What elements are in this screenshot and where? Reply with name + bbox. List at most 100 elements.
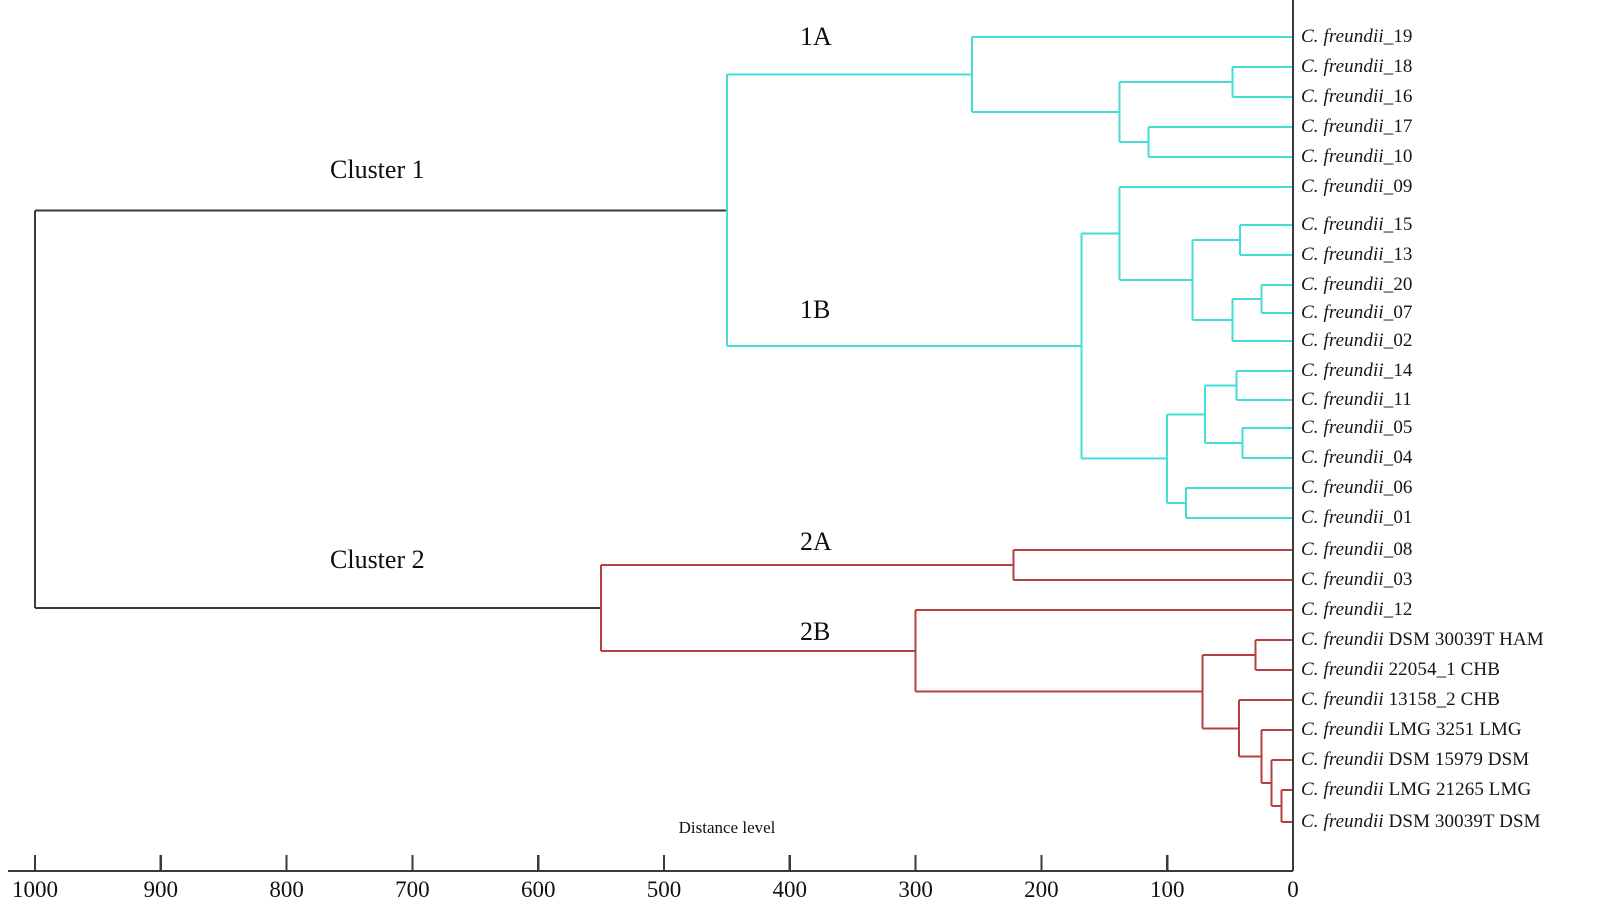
cluster-tag-cluster-1: Cluster 1 — [330, 155, 425, 184]
leaf-label: C. freundii_17 — [1301, 117, 1413, 136]
leaf-label: C. freundii DSM 15979 DSM — [1301, 750, 1529, 769]
leaf-species-name: C. freundii — [1301, 360, 1384, 381]
leaf-species-name: C. freundii — [1301, 689, 1384, 710]
leaf-strain-id: LMG 3251 LMG — [1383, 719, 1522, 740]
leaf-species-name: C. freundii — [1301, 719, 1384, 740]
leaf-strain-id: _03 — [1383, 569, 1413, 590]
leaf-species-name: C. freundii — [1301, 811, 1384, 832]
cluster-tag-subcluster-2a: 2A — [800, 527, 832, 556]
axis-tick-label-900: 900 — [143, 877, 179, 902]
leaf-strain-id: _07 — [1383, 302, 1413, 323]
leaf-strain-id: LMG 21265 LMG — [1383, 779, 1532, 800]
leaf-strain-id: _12 — [1383, 599, 1413, 620]
leaf-strain-id: _19 — [1383, 26, 1413, 47]
leaf-species-name: C. freundii — [1301, 330, 1384, 351]
leaf-species-name: C. freundii — [1301, 116, 1384, 137]
leaf-species-name: C. freundii — [1301, 244, 1384, 265]
leaf-strain-id: _08 — [1383, 539, 1413, 560]
leaf-label: C. freundii DSM 30039T HAM — [1301, 630, 1544, 649]
leaf-label: C. freundii_18 — [1301, 57, 1413, 76]
leaf-species-name: C. freundii — [1301, 477, 1384, 498]
leaf-species-name: C. freundii — [1301, 176, 1384, 197]
leaf-label: C. freundii_03 — [1301, 570, 1413, 589]
leaf-label: C. freundii_12 — [1301, 600, 1413, 619]
leaf-strain-id: _04 — [1383, 447, 1413, 468]
leaf-species-name: C. freundii — [1301, 214, 1384, 235]
leaf-label: C. freundii_15 — [1301, 215, 1413, 234]
leaf-label: C. freundii_05 — [1301, 418, 1413, 437]
leaf-species-name: C. freundii — [1301, 274, 1384, 295]
axis-tick-label-300: 300 — [898, 877, 933, 902]
leaf-species-name: C. freundii — [1301, 507, 1384, 528]
axis-tick-label-1000: 1000 — [12, 877, 58, 902]
leaf-strain-id: 13158_2 CHB — [1383, 689, 1501, 710]
leaf-strain-id: _05 — [1383, 417, 1413, 438]
leaf-species-name: C. freundii — [1301, 417, 1384, 438]
distance-axis — [8, 0, 1295, 873]
leaf-species-name: C. freundii — [1301, 26, 1384, 47]
leaf-label: C. freundii_06 — [1301, 478, 1413, 497]
leaf-strain-id: DSM 30039T HAM — [1383, 629, 1544, 650]
axis-tick-label-500: 500 — [646, 877, 682, 902]
leaf-strain-id: _01 — [1383, 507, 1413, 528]
leaf-label: C. freundii_13 — [1301, 245, 1413, 264]
cluster-tag-cluster-2: Cluster 2 — [330, 545, 425, 574]
leaf-species-name: C. freundii — [1301, 146, 1384, 167]
cluster-tag-subcluster-2b: 2B — [800, 617, 831, 646]
leaf-strain-id: _16 — [1383, 86, 1413, 107]
leaf-label: C. freundii_07 — [1301, 303, 1413, 322]
leaf-strain-id: _02 — [1383, 330, 1413, 351]
leaf-species-name: C. freundii — [1301, 302, 1384, 323]
cluster-tag-subcluster-1b: 1B — [800, 295, 831, 324]
leaf-strain-id: _20 — [1383, 274, 1413, 295]
leaf-label: C. freundii_10 — [1301, 147, 1413, 166]
leaf-strain-id: DSM 15979 DSM — [1383, 749, 1530, 770]
cluster-tag-subcluster-1a: 1A — [800, 22, 832, 51]
leaf-strain-id: _18 — [1383, 56, 1413, 77]
leaf-label: C. freundii_20 — [1301, 275, 1413, 294]
leaf-label: C. freundii 13158_2 CHB — [1301, 690, 1500, 709]
leaf-label: C. freundii_02 — [1301, 331, 1413, 350]
leaf-strain-id: _14 — [1383, 360, 1413, 381]
axis-tick-label-0: 0 — [1287, 877, 1299, 902]
leaf-species-name: C. freundii — [1301, 539, 1384, 560]
leaf-strain-id: _09 — [1383, 176, 1413, 197]
leaf-label: C. freundii_14 — [1301, 361, 1413, 380]
leaf-species-name: C. freundii — [1301, 629, 1384, 650]
axis-tick-label-600: 600 — [520, 877, 556, 902]
leaf-species-name: C. freundii — [1301, 659, 1384, 680]
axis-tick-label-100: 100 — [1149, 877, 1185, 902]
leaf-strain-id: _11 — [1383, 389, 1412, 410]
leaf-label: C. freundii_01 — [1301, 508, 1413, 527]
axis-tick-label-400: 400 — [772, 877, 808, 902]
leaf-label: C. freundii_19 — [1301, 27, 1413, 46]
leaf-species-name: C. freundii — [1301, 779, 1384, 800]
leaf-label: C. freundii 22054_1 CHB — [1301, 660, 1500, 679]
leaf-label: C. freundii LMG 3251 LMG — [1301, 720, 1522, 739]
leaf-strain-id: DSM 30039T DSM — [1383, 811, 1541, 832]
leaf-label: C. freundii_16 — [1301, 87, 1413, 106]
dendrogram-links — [34, 36, 1293, 823]
axis-tick-label-200: 200 — [1024, 877, 1059, 902]
leaf-species-name: C. freundii — [1301, 389, 1384, 410]
leaf-strain-id: _10 — [1383, 146, 1413, 167]
axis-title: Distance level — [678, 818, 776, 837]
leaf-strain-id: _15 — [1383, 214, 1413, 235]
leaf-species-name: C. freundii — [1301, 56, 1384, 77]
leaf-label: C. freundii DSM 30039T DSM — [1301, 812, 1541, 831]
leaf-species-name: C. freundii — [1301, 569, 1384, 590]
leaf-species-name: C. freundii — [1301, 86, 1384, 107]
leaf-label: C. freundii_08 — [1301, 540, 1413, 559]
leaf-label: C. freundii_09 — [1301, 177, 1413, 196]
leaf-label: C. freundii_04 — [1301, 448, 1413, 467]
leaf-strain-id: _13 — [1383, 244, 1413, 265]
axis-tick-label-800: 800 — [269, 877, 304, 902]
leaf-strain-id: 22054_1 CHB — [1383, 659, 1501, 680]
leaf-label: C. freundii_11 — [1301, 390, 1412, 409]
leaf-species-name: C. freundii — [1301, 749, 1384, 770]
leaf-label: C. freundii LMG 21265 LMG — [1301, 780, 1531, 799]
axis-tick-label-700: 700 — [395, 877, 430, 902]
leaf-species-name: C. freundii — [1301, 599, 1384, 620]
